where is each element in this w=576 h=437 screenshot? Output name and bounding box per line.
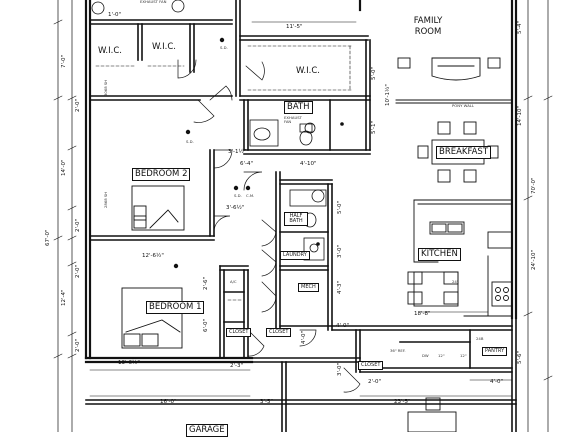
wic-right-label: W.I.C. (294, 66, 322, 77)
sd-note-2: S.D. (186, 139, 194, 144)
bedroom-1-label: BEDROOM 1 (146, 301, 205, 314)
dim-14-0: 14'-0" (61, 159, 67, 176)
twentyfour-note: 24" (452, 279, 459, 284)
beds (121, 185, 185, 349)
bath-label: BATH (284, 101, 313, 114)
twentyfour-b-note: 24B (476, 336, 484, 341)
door-note-28: 2868 SH (103, 191, 108, 208)
ac-note: A/C (230, 279, 237, 284)
closet-shelves (95, 45, 353, 331)
dim-6-4: 6'-4" (240, 161, 254, 167)
dim-16-0: 16'-0" (160, 399, 177, 405)
dim-2-6: 2'-6" (203, 276, 209, 290)
dim-4-3: 4'-3" (337, 280, 343, 294)
dim-4-0a: 4'-0" (336, 323, 350, 329)
dim-24-10: 24'-10" (531, 249, 537, 270)
dimension-ticks (53, 19, 553, 397)
exhaust-fan-note-top: EXHAUST FAN (140, 0, 167, 4)
family-room-label: FAMILY ROOM (413, 16, 443, 37)
dim-5-0a: 5'-0" (371, 66, 377, 80)
dim-6-0: 6'-0" (203, 318, 209, 332)
exterior-walls (84, 0, 518, 364)
dim-5-0b: 5'-0" (337, 200, 343, 214)
bedroom-2-label: BEDROOM 2 (132, 168, 191, 181)
dim-5-4: 5'-4" (517, 20, 523, 34)
dim-11-5: 11'-5" (286, 24, 303, 30)
exhaust-fan-note-bath: EXHAUST FAN (284, 115, 302, 124)
dim-70-0: 70'-0" (531, 177, 537, 194)
mech-label: MECH (298, 283, 319, 292)
dim-18-8: 18'-8" (414, 311, 431, 317)
pantry-label: PANTRY (482, 347, 508, 356)
dim-2-0c: 2'-0" (75, 264, 81, 278)
dw-note: DW (422, 353, 429, 358)
dim-4-0c: 4'-0" (301, 330, 307, 344)
twelve-note-b: 12" (460, 353, 467, 358)
ref-note: 36" REF. (390, 348, 406, 353)
dim-23-5: 23'-5" (394, 399, 411, 405)
wic-left-label: W.I.C. (96, 46, 124, 57)
interior-walls (85, 0, 517, 432)
smoke-detector-dots (173, 37, 344, 269)
kitchen-counters (407, 199, 513, 317)
wic-mid-label: W.I.C. (150, 42, 178, 53)
sd-note-3: S.D. (234, 193, 242, 198)
dim-3-6: 3'-6½" (226, 205, 245, 211)
dim-3-10: 3'-1½" (228, 149, 247, 155)
dim-4-10: 4'-10" (300, 161, 317, 167)
dim-1-0: 1'-0" (108, 12, 122, 18)
twelve-note-a: 12" (438, 353, 445, 358)
dim-4-0b: 4'-0" (490, 379, 504, 385)
dim-2-0b: 2'-0" (75, 218, 81, 232)
dim-3-5: 3'-5" (260, 399, 274, 405)
kitchen-label: KITCHEN (418, 248, 461, 261)
dim-3-0: 3'-0" (337, 244, 343, 258)
garage-label: GARAGE (186, 424, 228, 437)
dim-12-6: 12'-6½" (142, 253, 164, 259)
dim-10-10: 10'-1½" (385, 84, 391, 106)
pony-wall-note: PONY WALL (452, 103, 475, 108)
door-swings (177, 59, 361, 393)
dim-2-3: 2'-3" (230, 363, 244, 369)
cm-note: C.M. (246, 193, 255, 198)
closet-a-label: CLOSET (226, 328, 252, 337)
dim-67-0: 67'-0" (45, 229, 51, 246)
closet-c-label: CLOSET (358, 361, 384, 370)
dim-12-4: 12'-4" (61, 289, 67, 306)
sd-note-1: S.D. (220, 45, 228, 50)
breakfast-label: BREAKFAST (436, 146, 492, 159)
dim-2-0a: 2'-0" (75, 98, 81, 112)
dim-2-0d: 2'-0" (75, 338, 81, 352)
dim-14-10: 14'-10" (517, 105, 523, 126)
garage-table (407, 397, 457, 432)
dim-3-0b: 3'-0" (337, 362, 343, 376)
dim-2-0e: 2'-0" (368, 379, 382, 385)
closet-b-label: CLOSET (266, 328, 292, 337)
half-bath-label: HALF BATH (284, 212, 308, 226)
family-room-furniture (395, 57, 513, 104)
dim-13-6: 13'-6½" (118, 360, 140, 366)
dim-5-6: 5'-6" (517, 350, 523, 364)
laundry-label: LAUNDRY (280, 251, 310, 260)
door-note-36: 3068 SH (103, 79, 108, 96)
dim-7-0: 7'-0" (61, 54, 67, 68)
dim-5-1: 5'-1" (371, 120, 377, 134)
